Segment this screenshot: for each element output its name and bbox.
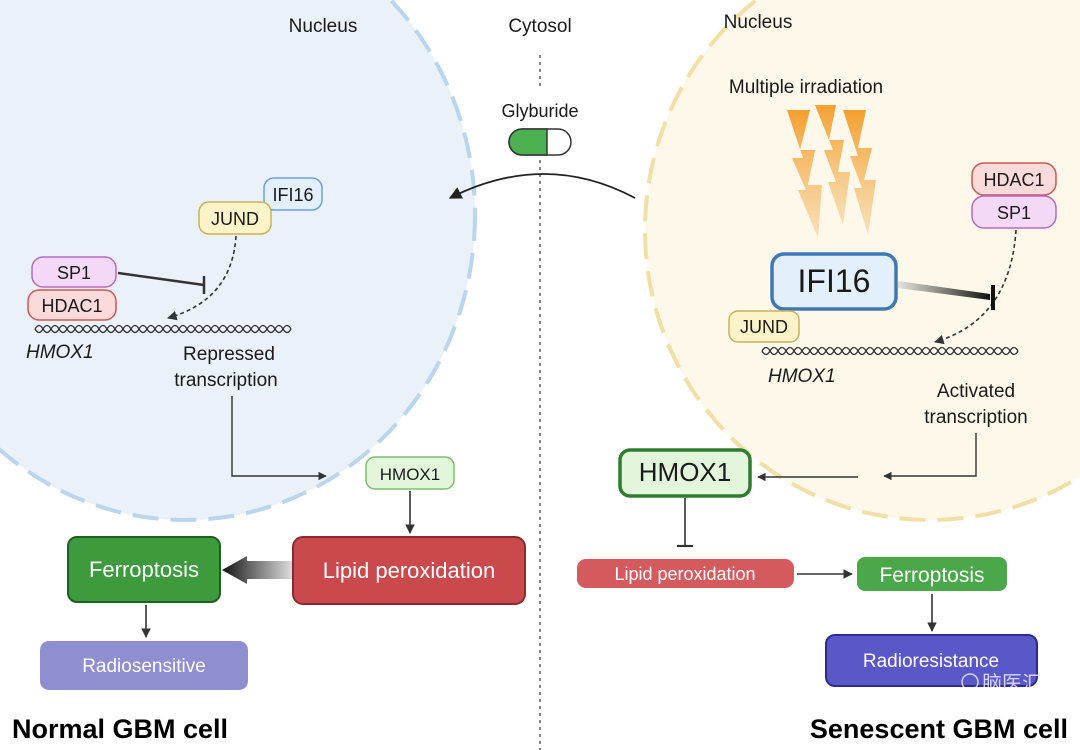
svg-text:HDAC1: HDAC1 <box>41 296 102 316</box>
right-sp1-box: SP1 <box>971 195 1057 229</box>
left-nucleus <box>0 0 477 522</box>
left-jund-box: JUND <box>198 201 272 235</box>
left-lipid-to-ferroptosis-arrow <box>222 556 293 584</box>
left-ifi16-box: IFI16 <box>263 177 323 211</box>
right-hmox1-inhibition <box>677 498 693 548</box>
svg-text:脑医汇: 脑医汇 <box>982 672 1042 695</box>
right-outcome-box: Radioresistance <box>825 634 1038 687</box>
senescence-to-normal-arrow <box>448 173 636 199</box>
right-activated-line2: transcription <box>924 407 1028 428</box>
left-gene-label: HMOX1 <box>26 342 94 363</box>
glyburide-label: Glyburide <box>501 101 578 121</box>
lightning-icon <box>787 105 876 238</box>
senescent-cell-title: Senescent GBM cell <box>810 714 1068 744</box>
right-hdac1-box: HDAC1 <box>971 162 1057 196</box>
svg-text:SP1: SP1 <box>57 263 91 283</box>
svg-text:Lipid peroxidation: Lipid peroxidation <box>323 558 495 583</box>
right-lipid-box: Lipid peroxidation <box>577 559 794 588</box>
right-ferroptosis-box: Ferroptosis <box>857 557 1007 591</box>
left-jund-to-dna-arrow <box>167 235 237 321</box>
cytosol-label: Cytosol <box>508 16 571 37</box>
svg-text:IFI16: IFI16 <box>798 263 871 299</box>
right-ifi16-box: IFI16 <box>770 252 898 311</box>
left-transcription-arrow <box>231 396 327 481</box>
nucleus-label-left: Nucleus <box>289 16 358 37</box>
svg-text:HMOX1: HMOX1 <box>639 457 731 487</box>
svg-text:IFI16: IFI16 <box>272 185 313 205</box>
svg-text:JUND: JUND <box>211 209 259 229</box>
svg-text:SP1: SP1 <box>997 203 1031 223</box>
svg-text:HDAC1: HDAC1 <box>983 170 1044 190</box>
watermark-logo: 脑医汇 <box>961 672 1042 695</box>
svg-text:Radioresistance: Radioresistance <box>863 651 999 672</box>
right-activated-line1: Activated <box>937 381 1015 402</box>
glyburide-pill-icon <box>508 128 572 156</box>
left-hdac1-box: HDAC1 <box>27 289 117 321</box>
svg-text:Ferroptosis: Ferroptosis <box>89 557 199 582</box>
left-repressed-line2: transcription <box>174 370 278 391</box>
svg-text:Radiosensitive: Radiosensitive <box>82 656 206 677</box>
right-jund-box: JUND <box>728 310 800 343</box>
left-hmox1-protein-box: HMOX1 <box>365 456 455 490</box>
left-lipid-box: Lipid peroxidation <box>292 536 526 605</box>
right-gene-label: HMOX1 <box>768 366 836 387</box>
left-ferroptosis-box: Ferroptosis <box>67 536 221 603</box>
svg-text:Lipid peroxidation: Lipid peroxidation <box>614 564 755 584</box>
left-sp1-box: SP1 <box>31 256 117 288</box>
multiple-irradiation-label: Multiple irradiation <box>729 77 883 98</box>
right-transcription-arrow <box>883 433 977 481</box>
right-inhibition-line <box>898 281 995 310</box>
nucleus-label-right: Nucleus <box>724 12 793 33</box>
svg-text:Ferroptosis: Ferroptosis <box>879 564 984 587</box>
svg-text:HMOX1: HMOX1 <box>380 465 440 484</box>
left-inhibition-line <box>117 271 206 294</box>
right-hmox1-protein-box: HMOX1 <box>618 448 752 498</box>
left-outcome-box: Radiosensitive <box>40 641 248 690</box>
svg-text:JUND: JUND <box>740 317 788 337</box>
left-repressed-line1: Repressed <box>183 344 275 365</box>
normal-cell-title: Normal GBM cell <box>12 714 228 744</box>
